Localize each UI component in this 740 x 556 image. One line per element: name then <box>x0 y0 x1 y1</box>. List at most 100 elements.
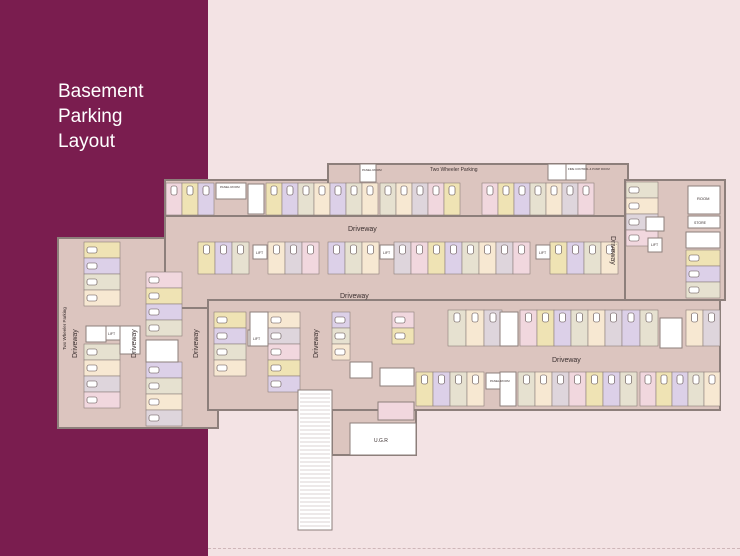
car-icon <box>334 348 346 356</box>
car-icon <box>350 185 358 196</box>
car-icon <box>421 374 428 385</box>
room-label: LIFT <box>256 251 264 255</box>
car-icon <box>86 396 98 404</box>
car-icon <box>688 254 700 262</box>
car-icon <box>148 292 160 300</box>
page-title: Basement Parking Layout <box>58 79 144 154</box>
room-label: ROOM <box>697 196 709 201</box>
car-icon <box>350 244 357 255</box>
car-icon <box>416 185 424 196</box>
car-icon <box>450 244 457 255</box>
car-icon <box>433 244 440 255</box>
car-icon <box>555 244 562 255</box>
driveway-label: Driveway <box>552 357 581 364</box>
car-icon <box>394 316 406 324</box>
car-icon <box>367 244 374 255</box>
car-icon <box>708 374 716 385</box>
title-line-3: Layout <box>58 131 116 152</box>
car-icon <box>557 374 564 385</box>
car-icon <box>148 382 160 390</box>
car-icon <box>455 374 462 385</box>
car-icon <box>534 185 542 196</box>
car-icon <box>86 380 98 388</box>
car-icon <box>148 308 160 316</box>
driveway-label: Driveway <box>131 329 138 358</box>
car-icon <box>559 312 566 323</box>
car-icon <box>660 374 668 385</box>
car-icon <box>86 294 98 302</box>
car-icon <box>628 234 640 242</box>
driveway-label: Driveway <box>348 226 377 233</box>
car-icon <box>399 244 406 255</box>
car-icon <box>691 312 698 323</box>
car-icon <box>608 374 615 385</box>
parking-slot <box>145 319 183 337</box>
car-icon <box>432 185 440 196</box>
parking-slot <box>702 309 721 347</box>
car-icon <box>574 374 581 385</box>
car-icon <box>216 364 228 372</box>
car-icon <box>290 244 297 255</box>
car-icon <box>307 244 314 255</box>
car-icon <box>86 348 98 356</box>
car-icon <box>302 185 310 196</box>
car-icon <box>394 332 406 340</box>
car-icon <box>384 185 392 196</box>
car-icon <box>453 312 461 323</box>
driveway-label: Driveway <box>72 329 79 358</box>
plan-labels: Driveway Driveway Driveway Driveway Driv… <box>62 167 709 444</box>
car-icon <box>540 374 547 385</box>
car-icon <box>627 312 635 323</box>
parking-slot <box>685 281 721 299</box>
parking-slot <box>301 241 320 275</box>
title-line-1: Basement <box>58 81 144 102</box>
car-icon <box>333 244 340 255</box>
stair-icon <box>119 183 721 407</box>
parking-slot <box>639 309 659 347</box>
car-icon <box>625 374 632 385</box>
car-icon <box>148 276 160 284</box>
parking-slot <box>83 391 121 409</box>
car-icon <box>170 185 178 196</box>
car-icon <box>525 312 532 323</box>
car-icon <box>593 312 600 323</box>
driveway-label: Driveway <box>340 293 369 300</box>
car-icon <box>86 246 98 254</box>
parking-slots <box>83 181 721 427</box>
room-label: LIFT <box>108 332 116 336</box>
car-icon <box>237 244 244 255</box>
car-icon <box>688 286 700 294</box>
parking-slot <box>443 182 461 216</box>
car-icon <box>472 374 479 385</box>
car-icon <box>518 185 526 196</box>
car-icon <box>148 366 160 374</box>
car-icon <box>489 312 497 323</box>
room-label: PANEL ROOM <box>220 185 240 189</box>
car-icon <box>471 312 479 323</box>
car-icon <box>203 244 210 255</box>
car-icon <box>692 374 700 385</box>
car-icon <box>628 218 640 226</box>
car-icon <box>501 244 508 255</box>
car-icon <box>270 380 282 388</box>
parking-slot <box>703 371 721 407</box>
car-icon <box>286 185 294 196</box>
room-label: FIRE CONTROL & PUMP ROOM <box>568 167 610 171</box>
two-wheeler-label: Two Wheeler Parking <box>62 307 67 350</box>
car-icon <box>628 202 640 210</box>
car-icon <box>589 244 596 255</box>
car-icon <box>334 316 346 324</box>
car-icon <box>202 185 210 196</box>
driveway-label: Driveway <box>313 329 320 358</box>
car-icon <box>572 244 579 255</box>
car-icon <box>148 324 160 332</box>
room-label: PANEL ROOM <box>362 168 382 172</box>
car-icon <box>582 185 590 196</box>
parking-slot <box>145 409 183 427</box>
car-icon <box>334 332 346 340</box>
parking-slot <box>231 241 250 275</box>
car-icon <box>400 185 408 196</box>
parking-slot <box>466 371 485 407</box>
car-icon <box>216 316 228 324</box>
car-icon <box>467 244 474 255</box>
